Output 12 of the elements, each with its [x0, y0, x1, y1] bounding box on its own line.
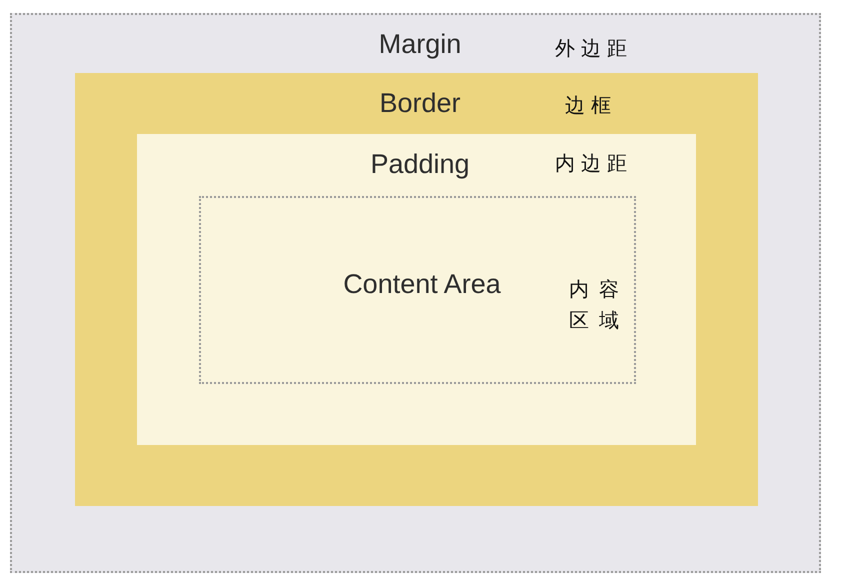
- translation-label: 边框: [565, 94, 617, 119]
- translation-label: 外边距: [555, 37, 633, 62]
- margin-region: [10, 13, 821, 573]
- region-label: Padding: [370, 149, 470, 179]
- padding-region: [137, 134, 696, 445]
- content-region: [199, 196, 636, 384]
- region-label: Margin: [378, 29, 462, 59]
- border-region: [75, 73, 758, 506]
- translation-label: 内容区域: [569, 278, 630, 334]
- region-label: Content Area: [343, 269, 501, 299]
- translation-label: 内边距: [555, 152, 633, 177]
- region-label: Border: [379, 88, 461, 118]
